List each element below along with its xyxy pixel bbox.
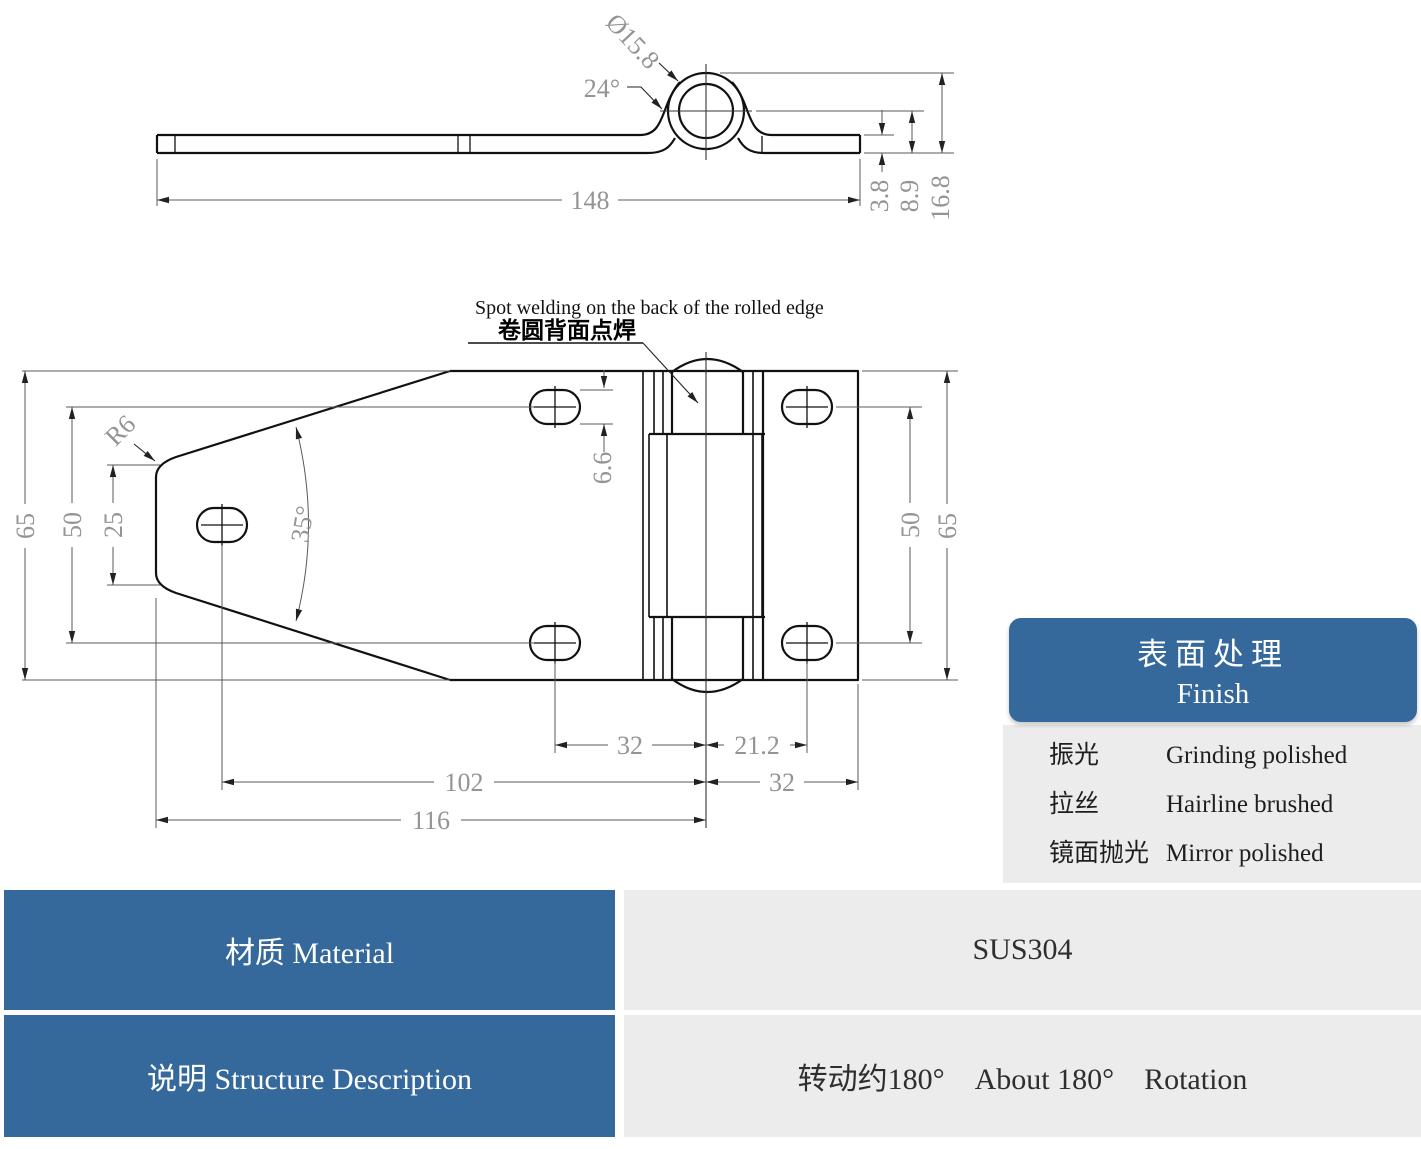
svg-text:24°: 24° xyxy=(584,74,620,103)
svg-text:35°: 35° xyxy=(285,504,320,545)
side-view: 148 3.8 8.9 16.8 Ø15.8 24° xyxy=(155,8,955,229)
hinge-pin-end-arcs xyxy=(671,357,744,694)
svg-text:32: 32 xyxy=(617,731,643,760)
spec-table: 材质 Material SUS304 说明 Structure Descript… xyxy=(0,890,1421,1137)
dim-label-8-9: 8.9 xyxy=(895,172,924,220)
dim-label-50-right: 50 xyxy=(896,503,925,547)
dim-label-24deg: 24° xyxy=(584,74,620,103)
finish-row-zh: 镜面抛光 xyxy=(1049,840,1150,867)
dim-label-3-8: 3.8 xyxy=(865,172,894,220)
finish-title-en: Finish xyxy=(1176,678,1250,710)
spec-row-material: 材质 Material SUS304 xyxy=(0,890,1421,1010)
dim-label-65-left: 65 xyxy=(11,504,40,548)
dim-label-32-a: 32 xyxy=(608,731,652,760)
right-leaf-plate xyxy=(761,369,860,682)
slot-holes xyxy=(195,386,834,664)
dim-label-diameter: Ø15.8 xyxy=(600,8,665,75)
svg-text:65: 65 xyxy=(933,513,962,539)
dim-label-25: 25 xyxy=(99,503,128,547)
welding-note: Spot welding on the back of the rolled e… xyxy=(468,297,824,404)
finish-panel-header: 表面处理 Finish xyxy=(1009,618,1417,722)
angle-arc-35 xyxy=(295,426,309,622)
svg-text:50: 50 xyxy=(896,512,925,538)
slot-hole xyxy=(528,622,582,664)
dim-label-102: 102 xyxy=(434,768,494,797)
dim-label-116: 116 xyxy=(401,806,461,835)
spec-row-description: 说明 Structure Description 转动约180° About 1… xyxy=(0,1015,1421,1137)
r6-leader-arrow xyxy=(133,443,156,462)
spec-label-description: 说明 Structure Description xyxy=(4,1015,615,1137)
dim-label-50-left: 50 xyxy=(58,503,87,547)
finish-panel-body: 振光 Grinding polished 拉丝 Hairline brushed… xyxy=(1003,725,1421,883)
plan-view: Spot welding on the back of the rolled e… xyxy=(11,297,962,835)
finish-row-en: Mirror polished xyxy=(1166,840,1324,867)
svg-text:3.8: 3.8 xyxy=(865,180,894,213)
dim-label-32-b: 32 xyxy=(760,768,804,797)
finish-row: 拉丝 Hairline brushed xyxy=(1049,784,1421,833)
finish-row-en: Grinding polished xyxy=(1166,742,1348,769)
roll-centerlines xyxy=(660,64,752,160)
spec-value-material: SUS304 xyxy=(624,890,1421,1010)
svg-text:148: 148 xyxy=(571,186,610,215)
hinge-pin-edges xyxy=(670,371,745,680)
spec-label-material: 材质 Material xyxy=(4,890,615,1010)
hinge-plan-outline xyxy=(154,352,860,828)
welding-leader-arrow xyxy=(642,342,699,404)
finish-row-zh: 振光 xyxy=(1049,742,1100,769)
welding-note-en: Spot welding on the back of the rolled e… xyxy=(475,297,824,319)
dim-label-35deg: 35° xyxy=(285,504,320,545)
svg-text:25: 25 xyxy=(99,512,128,538)
finish-row-en: Hairline brushed xyxy=(1166,791,1334,818)
svg-text:21.2: 21.2 xyxy=(734,731,780,760)
slot-hole xyxy=(528,386,582,428)
svg-text:50: 50 xyxy=(58,512,87,538)
dim-label-16-8: 16.8 xyxy=(926,167,955,229)
finish-row-zh: 拉丝 xyxy=(1049,791,1100,818)
finish-panel: 表面处理 Finish 振光 Grinding polished 拉丝 Hair… xyxy=(1003,618,1421,883)
technical-drawing: 148 3.8 8.9 16.8 Ø15.8 24° xyxy=(11,8,962,835)
svg-text:102: 102 xyxy=(445,768,484,797)
svg-text:116: 116 xyxy=(412,806,450,835)
knuckle-barrel xyxy=(649,432,765,619)
svg-text:6.6: 6.6 xyxy=(588,452,617,485)
dim-label-148: 148 xyxy=(562,186,618,215)
svg-text:8.9: 8.9 xyxy=(895,180,924,213)
svg-text:Ø15.8: Ø15.8 xyxy=(600,8,665,75)
plan-view-dimensions: 65 50 25 R6 35° 6.6 xyxy=(11,370,962,835)
slot-hole xyxy=(780,386,834,428)
side-view-dimensions: 148 3.8 8.9 16.8 Ø15.8 24° xyxy=(156,8,955,229)
finish-row: 振光 Grinding polished xyxy=(1049,735,1421,784)
svg-text:32: 32 xyxy=(769,768,795,797)
svg-text:16.8: 16.8 xyxy=(926,175,955,221)
welding-note-zh: 卷圆背面点焊 xyxy=(497,317,636,343)
dim-label-21-2: 21.2 xyxy=(724,731,790,760)
dim-label-6-6: 6.6 xyxy=(588,452,617,485)
finish-title-zh: 表面处理 xyxy=(1137,637,1289,672)
spec-value-description: 转动约180° About 180° Rotation xyxy=(624,1015,1421,1137)
slot-hole xyxy=(195,504,249,546)
slot-hole xyxy=(780,622,834,664)
hinge-side-profile xyxy=(155,64,862,160)
svg-text:65: 65 xyxy=(11,513,40,539)
dim-label-65-right: 65 xyxy=(933,504,962,548)
finish-row: 镜面抛光 Mirror polished xyxy=(1049,833,1421,882)
